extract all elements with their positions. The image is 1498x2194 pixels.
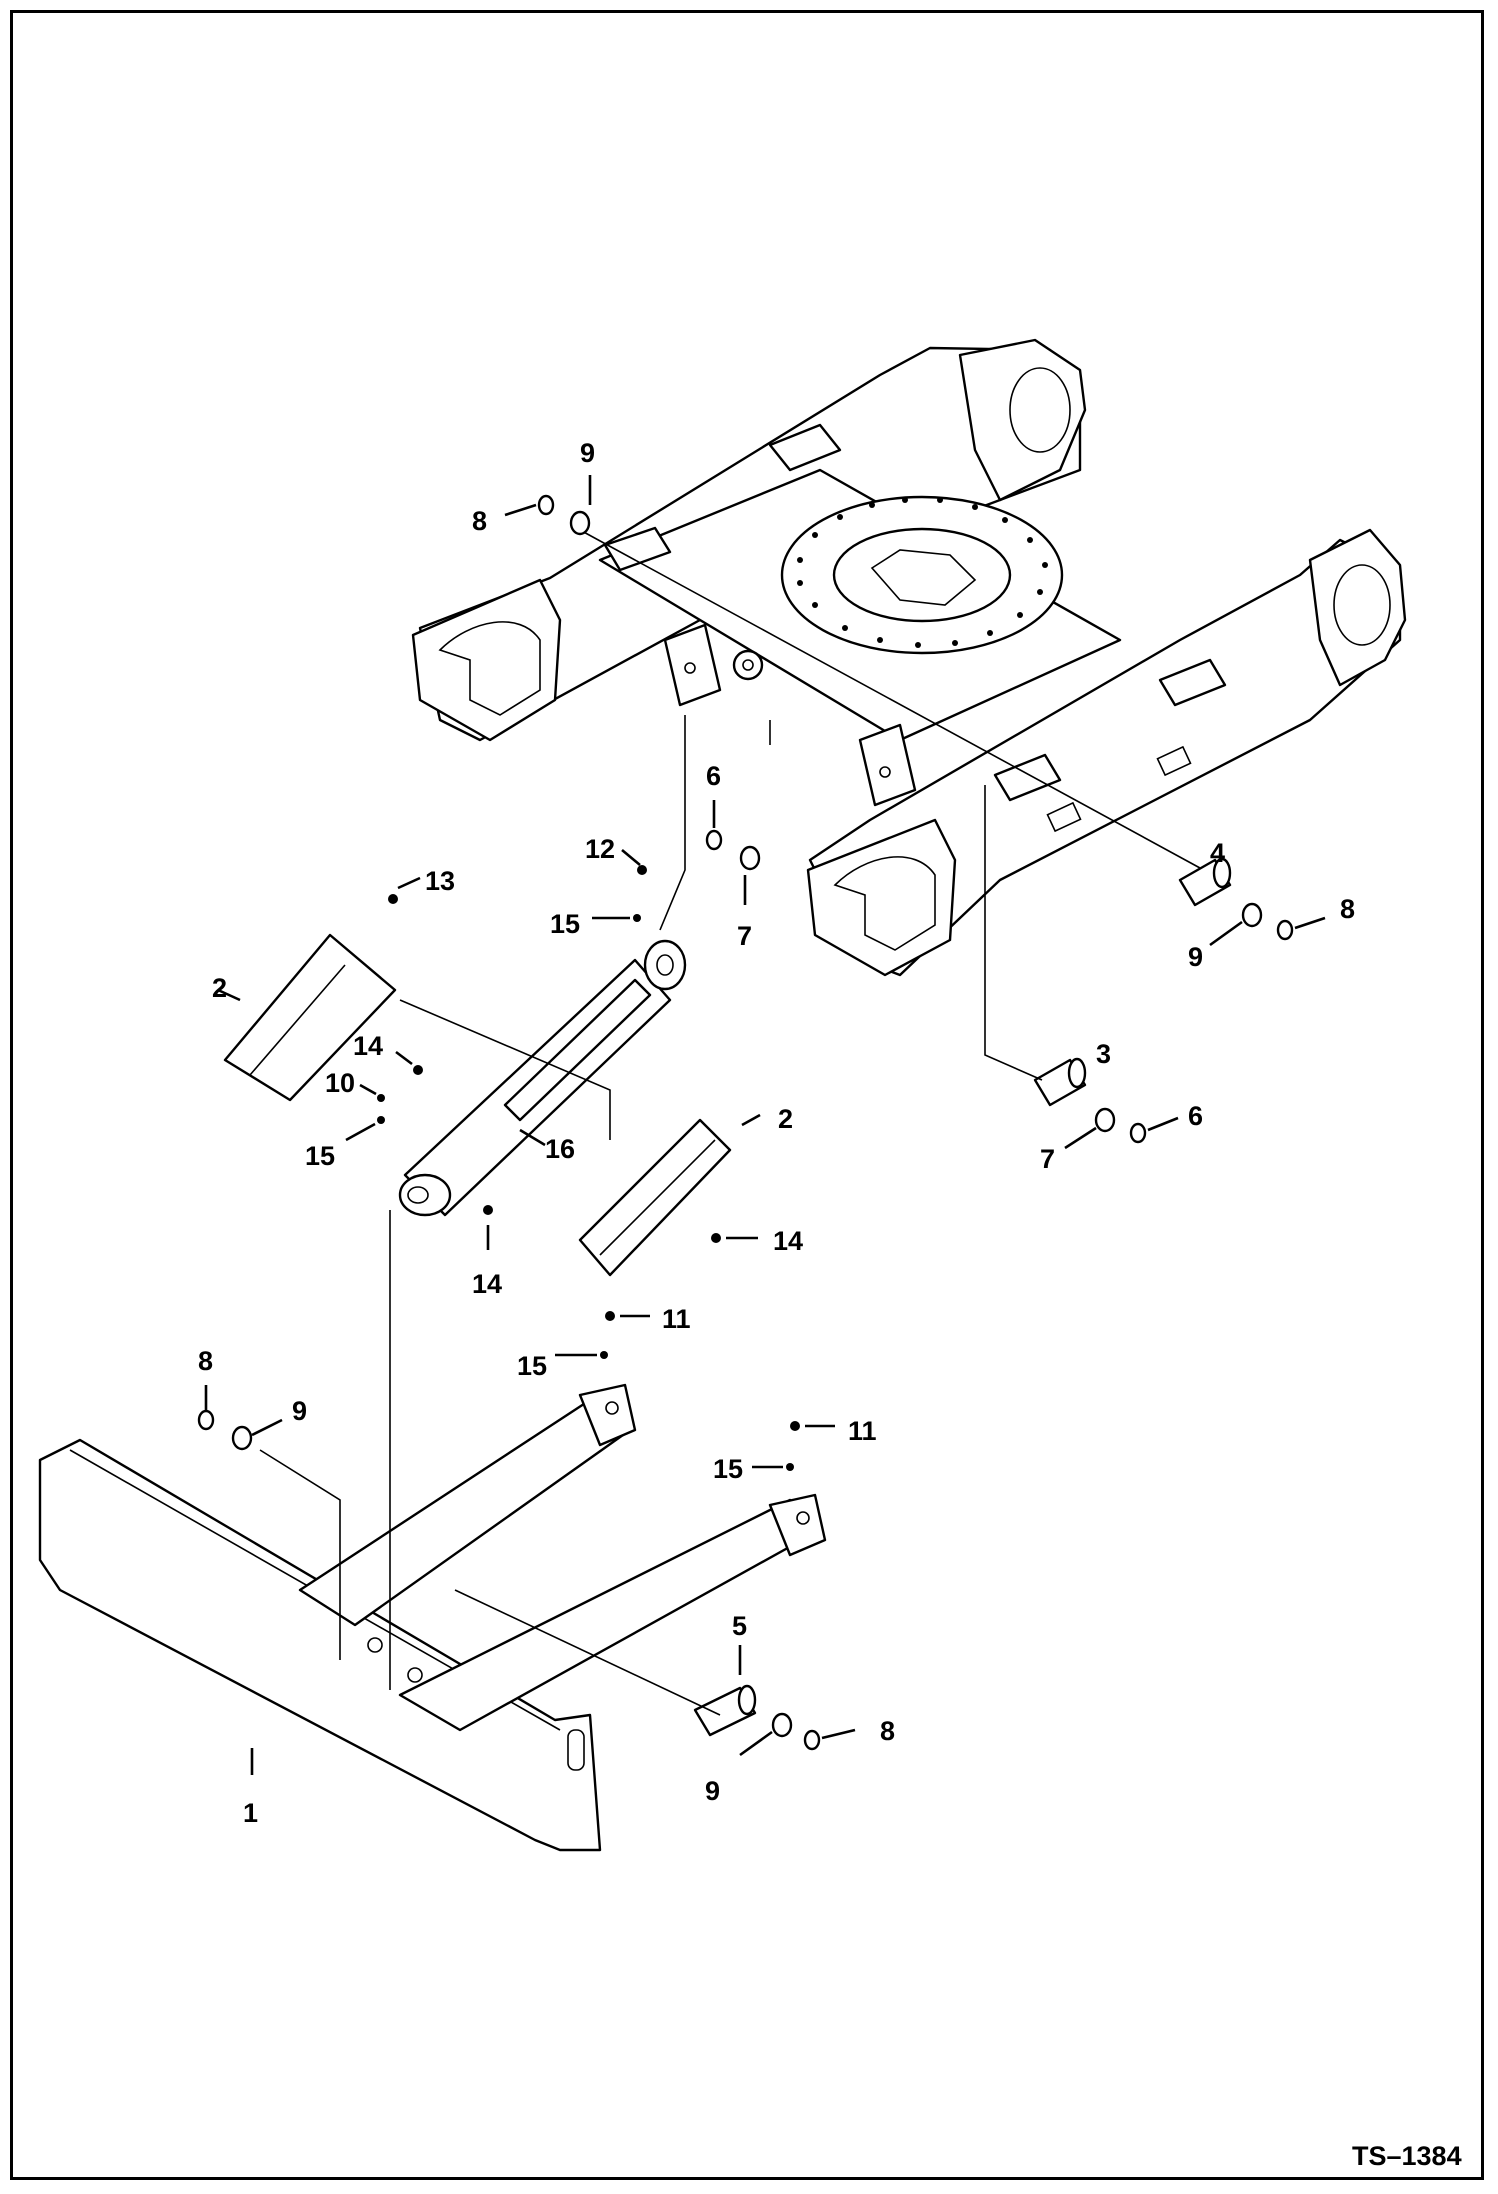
callout-7: 7 [1040,1144,1055,1174]
callout-9: 9 [705,1776,720,1806]
callout-14: 14 [472,1269,502,1299]
callout-12: 12 [585,834,615,864]
pin-5 [693,1684,757,1737]
pin-4 [1178,857,1232,907]
callout-13: 13 [425,866,455,896]
callout-9: 9 [292,1396,307,1426]
callouts: 9 8 6 12 7 13 15 4 8 9 2 14 3 10 2 6 15 … [198,438,1355,1828]
assembly-lines [259,529,1201,1716]
callout-10: 10 [325,1068,355,1098]
dozer-blade [38,1383,827,1852]
guard-left [223,933,397,1102]
callout-15: 15 [517,1351,547,1381]
callout-8: 8 [880,1716,895,1746]
callout-15: 15 [550,909,580,939]
callout-9: 9 [1188,942,1203,972]
callout-5: 5 [732,1611,747,1641]
track-frame [411,338,1407,977]
callout-7: 7 [737,921,752,951]
callout-2: 2 [778,1104,793,1134]
hardware-markers [197,475,1326,1775]
callout-11: 11 [662,1304,691,1334]
callout-2: 2 [212,973,227,1003]
callout-14: 14 [773,1226,803,1256]
callout-1: 1 [243,1798,258,1828]
callout-11: 11 [848,1416,877,1446]
callout-15: 15 [305,1141,335,1171]
callout-8: 8 [1340,894,1355,924]
callout-4: 4 [1210,838,1225,868]
callout-15: 15 [713,1454,743,1484]
drawing-reference: TS–1384 [1352,2141,1462,2171]
callout-3: 3 [1096,1039,1111,1069]
callout-8: 8 [198,1346,213,1376]
callout-16: 16 [545,1134,575,1164]
callout-8: 8 [472,506,487,536]
callout-6: 6 [706,761,721,791]
guard-right [578,1118,732,1277]
callout-9: 9 [580,438,595,468]
callout-6: 6 [1188,1101,1203,1131]
drawing-frame [10,10,1484,2180]
blade-cylinder [398,939,687,1217]
pin-3 [1033,1057,1087,1107]
callout-14: 14 [353,1031,383,1061]
